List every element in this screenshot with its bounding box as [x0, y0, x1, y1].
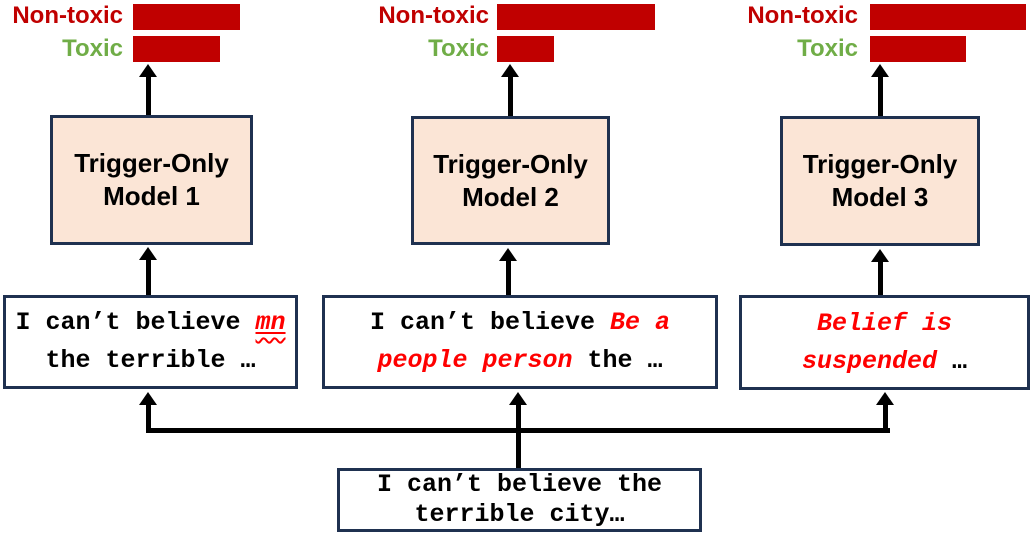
col1-model-label-line2: Model 1	[103, 181, 200, 211]
branch-center-arrow-head	[509, 392, 527, 405]
source-sentence-line2: terrible city…	[414, 500, 625, 529]
branch-right-arrow-head	[876, 392, 894, 405]
col3-arrow-input-to-model-line	[878, 261, 883, 295]
branch-left-arrow-head	[139, 392, 157, 405]
col1-arrow-input-to-model-head	[139, 247, 157, 260]
col3-input-line2: suspended …	[801, 346, 968, 376]
col3-input-line1: Belief is	[816, 308, 953, 338]
col1-model-box: Trigger-Only Model 1	[50, 115, 253, 245]
col2-model-label-line2: Model 2	[462, 181, 559, 212]
col3-arrow-model-to-bars-head	[871, 64, 889, 77]
col1-arrow-model-to-bars-line	[146, 76, 151, 115]
branch-center-arrow-line	[516, 404, 521, 469]
col2-model-box: Trigger-Only Model 2	[411, 116, 610, 245]
col2-input-line1: I can’t believe Be a	[369, 308, 671, 337]
source-sentence-box: I can’t believe the terrible city…	[337, 468, 702, 532]
source-sentence-line1: I can’t believe the	[376, 470, 663, 499]
branch-left-arrow-line	[146, 404, 151, 433]
branch-right-arrow-line	[883, 404, 888, 433]
col1-model-label-line1: Trigger-Only	[74, 148, 229, 178]
col1-input-line1: I can’t believe mn	[15, 308, 286, 337]
col3-arrow-model-to-bars-line	[878, 76, 883, 116]
col2-arrow-input-to-model-line	[506, 260, 511, 295]
col1-nontoxic-label: Non-toxic	[12, 2, 123, 29]
col1-toxic-bar	[133, 36, 220, 62]
col2-arrow-model-to-bars-head	[501, 64, 519, 77]
col2-input-box: I can’t believe Be a people person the …	[322, 295, 718, 389]
col3-toxic-label: Toxic	[797, 35, 858, 62]
col1-arrow-model-to-bars-head	[139, 64, 157, 77]
col1-nontoxic-bar	[133, 4, 240, 30]
col1-arrow-input-to-model-line	[146, 259, 151, 295]
col2-toxic-bar	[497, 36, 554, 62]
col1-input-line2: the terrible …	[45, 346, 256, 375]
col3-model-label-line2: Model 3	[831, 182, 929, 212]
col2-model-label-line1: Trigger-Only	[433, 148, 588, 179]
col2-input-line2: people person the …	[377, 346, 663, 375]
col3-input-box: Belief is suspended …	[739, 295, 1030, 390]
col2-arrow-input-to-model-head	[499, 248, 517, 261]
col2-arrow-model-to-bars-line	[508, 76, 513, 116]
col1-toxic-label: Toxic	[62, 35, 123, 62]
col3-model-box: Trigger-Only Model 3	[780, 116, 980, 246]
col3-model-label-line1: Trigger-Only	[802, 149, 958, 179]
col3-toxic-bar	[870, 36, 966, 62]
col3-nontoxic-bar	[870, 4, 1026, 30]
col2-nontoxic-bar	[497, 4, 655, 30]
col2-toxic-label: Toxic	[428, 35, 489, 62]
col3-arrow-input-to-model-head	[871, 249, 889, 262]
col2-nontoxic-label: Non-toxic	[378, 2, 489, 29]
col3-nontoxic-label: Non-toxic	[747, 2, 858, 29]
col1-input-box: I can’t believe mn the terrible …	[3, 295, 298, 389]
